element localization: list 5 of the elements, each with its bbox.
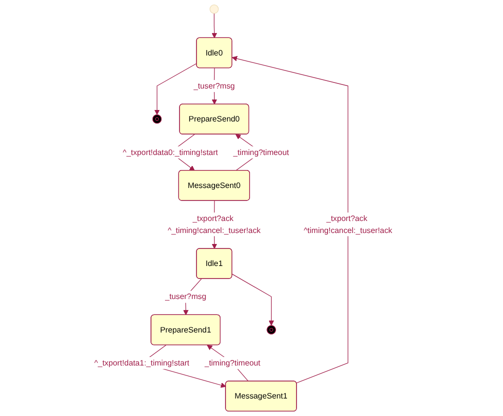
- arrow: [232, 56, 348, 384]
- arrow: [154, 63, 198, 116]
- node-circle: [210, 4, 219, 14]
- arrow: [232, 274, 274, 326]
- arrow: [212, 13, 218, 38]
